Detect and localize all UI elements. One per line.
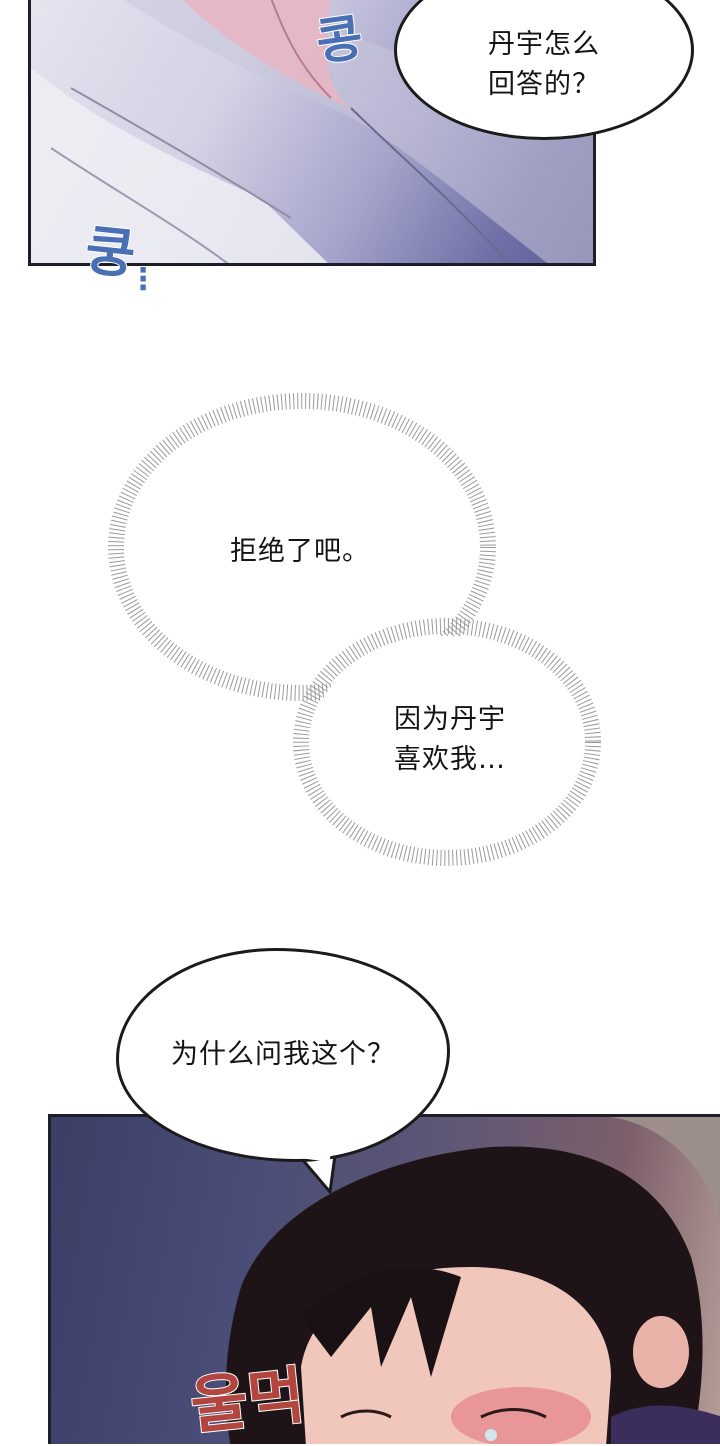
thought-bubbles-art — [108, 393, 601, 866]
panel-top-art — [31, 0, 593, 263]
speech-bubble-bottom: 为什么问我这个？ — [116, 948, 450, 1162]
sfx-dots: ⋮ — [128, 262, 158, 297]
thought-bubble-2: 因为丹宇 喜欢我… — [330, 690, 570, 790]
thought-bubble-1: 拒绝了吧。 — [180, 520, 420, 584]
thought-text-2: 因为丹宇 喜欢我… — [394, 704, 506, 775]
speech-bubble-top: 丹宇怎么 回答的？ — [394, 0, 694, 140]
speech-text-bottom: 为什么问我这个？ — [171, 1039, 395, 1070]
thought-text-1: 拒绝了吧。 — [230, 536, 370, 567]
panel-bottom-art — [225, 1117, 720, 1444]
comic-panel-bottom — [48, 1114, 720, 1444]
speech-text-top: 丹宇怎么 回答的？ — [488, 29, 600, 100]
